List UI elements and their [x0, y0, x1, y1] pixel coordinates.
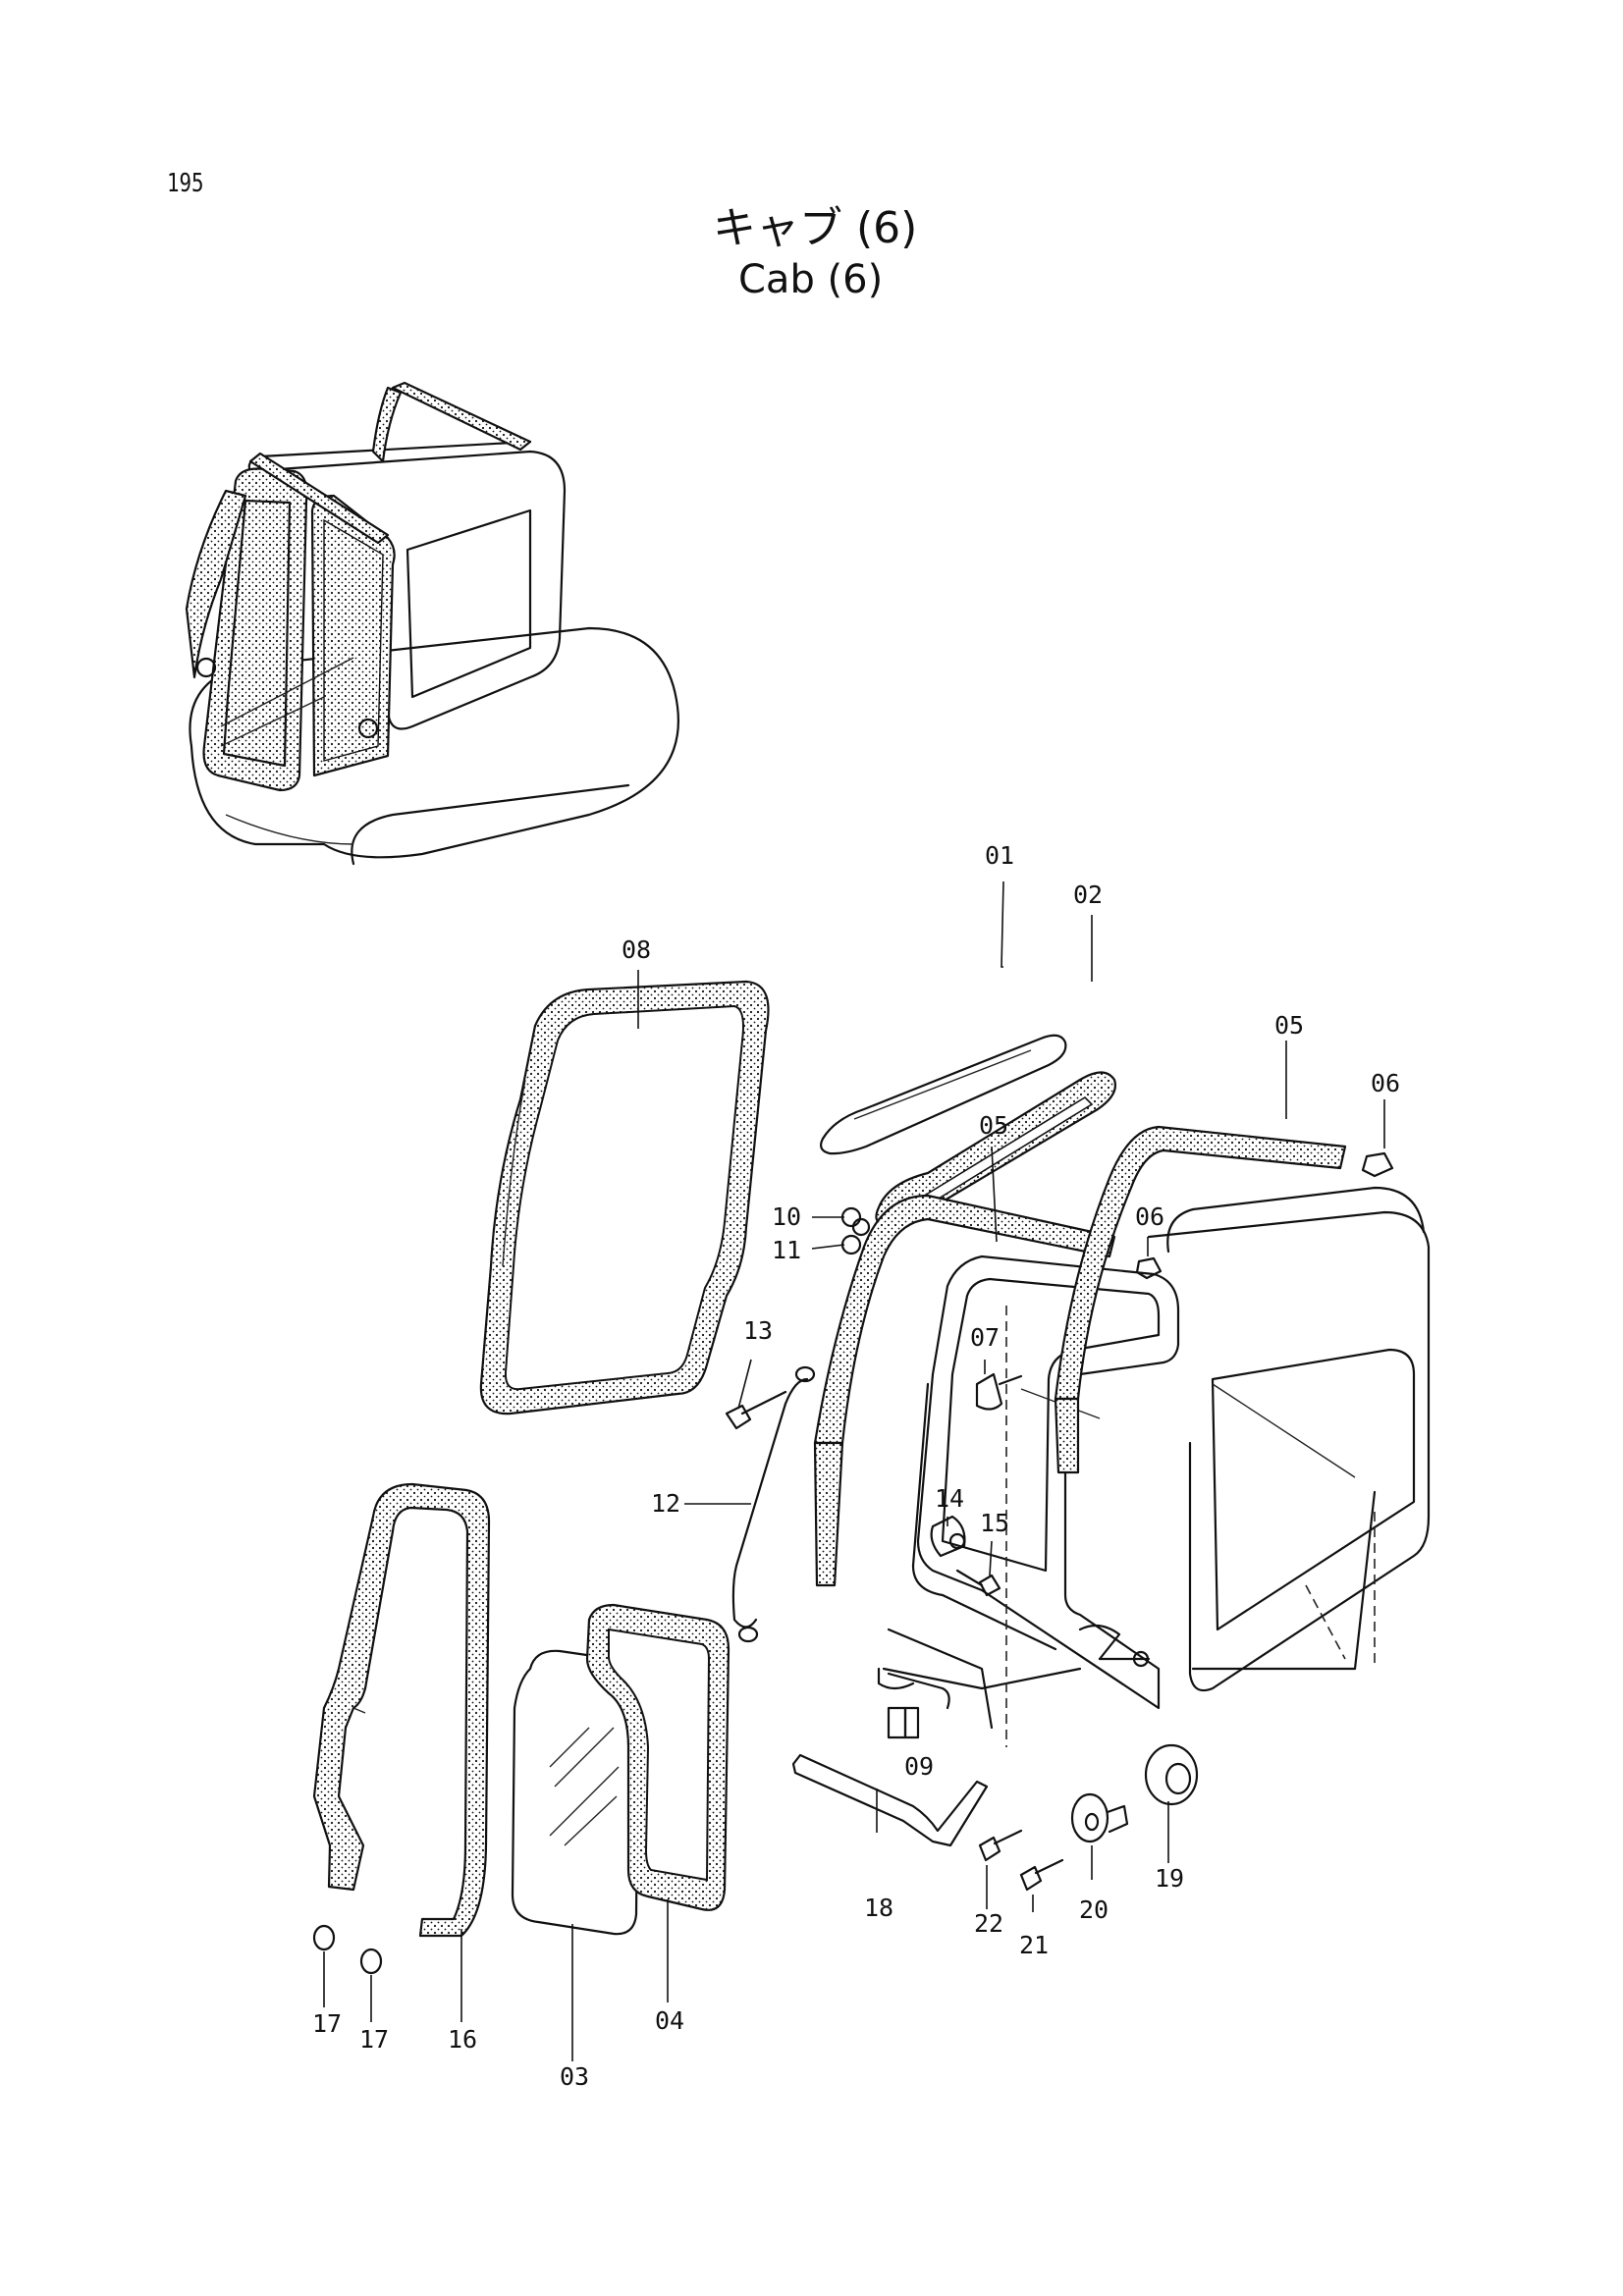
- rod-part-12: [731, 1365, 816, 1643]
- roof-strip-part-01: [820, 1034, 1067, 1155]
- seal-part-05-front: [813, 1194, 1116, 1587]
- label-07: 07: [970, 1323, 1000, 1352]
- label-20: 20: [1079, 1896, 1109, 1924]
- plate-part-18: [791, 1753, 989, 1847]
- page-number: 195: [167, 169, 204, 198]
- seal-part-05-rear: [1054, 1125, 1347, 1474]
- label-05-rear: 05: [1274, 1011, 1304, 1040]
- washer-part-11: [840, 1234, 862, 1255]
- label-17b: 17: [359, 2025, 389, 2054]
- window-seal-part-04: [585, 1603, 730, 1911]
- title-english: Cab (6): [738, 257, 884, 302]
- label-19: 19: [1155, 1864, 1184, 1893]
- stopper-part-07: [975, 1372, 1023, 1411]
- bracket-part-14: [930, 1515, 966, 1558]
- label-04: 04: [655, 2006, 684, 2035]
- plug-part-17a: [312, 1924, 336, 1951]
- leader-lines: [323, 881, 1385, 2061]
- cab-frame: [877, 1186, 1431, 1747]
- title-japanese: キャブ (6): [713, 203, 918, 253]
- label-15: 15: [980, 1509, 1009, 1537]
- label-10: 10: [772, 1202, 801, 1231]
- label-16: 16: [448, 2025, 477, 2054]
- label-11: 11: [772, 1236, 801, 1264]
- label-13: 13: [743, 1316, 773, 1345]
- label-08: 08: [622, 935, 651, 964]
- bar-part-09: [887, 1706, 920, 1739]
- label-21: 21: [1019, 1931, 1049, 1959]
- bolt-part-21: [1019, 1858, 1064, 1892]
- bolt-part-15: [955, 1569, 1001, 1597]
- bolt-part-22: [978, 1829, 1023, 1862]
- damper-part-19: [1144, 1743, 1199, 1806]
- label-03: 03: [560, 2062, 589, 2091]
- window-seal-part-16: [312, 1482, 491, 1938]
- label-12: 12: [651, 1489, 680, 1518]
- holder-part-20: [1070, 1792, 1129, 1843]
- label-14: 14: [935, 1484, 964, 1513]
- label-06-front: 06: [1135, 1202, 1164, 1231]
- label-18: 18: [864, 1894, 893, 1922]
- label-06-rear: 06: [1371, 1069, 1400, 1097]
- label-01: 01: [985, 841, 1014, 870]
- cap-part-06b: [1135, 1256, 1163, 1280]
- overview-cab-illustration: [185, 381, 679, 866]
- label-17a: 17: [312, 2009, 342, 2038]
- label-05-front: 05: [979, 1111, 1008, 1140]
- cap-part-06a: [1361, 1151, 1394, 1178]
- label-22: 22: [974, 1909, 1003, 1938]
- plug-part-17b: [359, 1948, 383, 1975]
- part-number-labels: 01 02 08 05 06 05 10 11 06 07 13 12 14 1…: [312, 841, 1400, 2091]
- bolt-part-13: [725, 1390, 787, 1430]
- bolt-part-10: [840, 1206, 871, 1237]
- glass-part-03: [511, 1649, 640, 1936]
- label-09: 09: [904, 1752, 934, 1781]
- label-02: 02: [1073, 881, 1103, 909]
- door-seal-part-08: [479, 980, 770, 1415]
